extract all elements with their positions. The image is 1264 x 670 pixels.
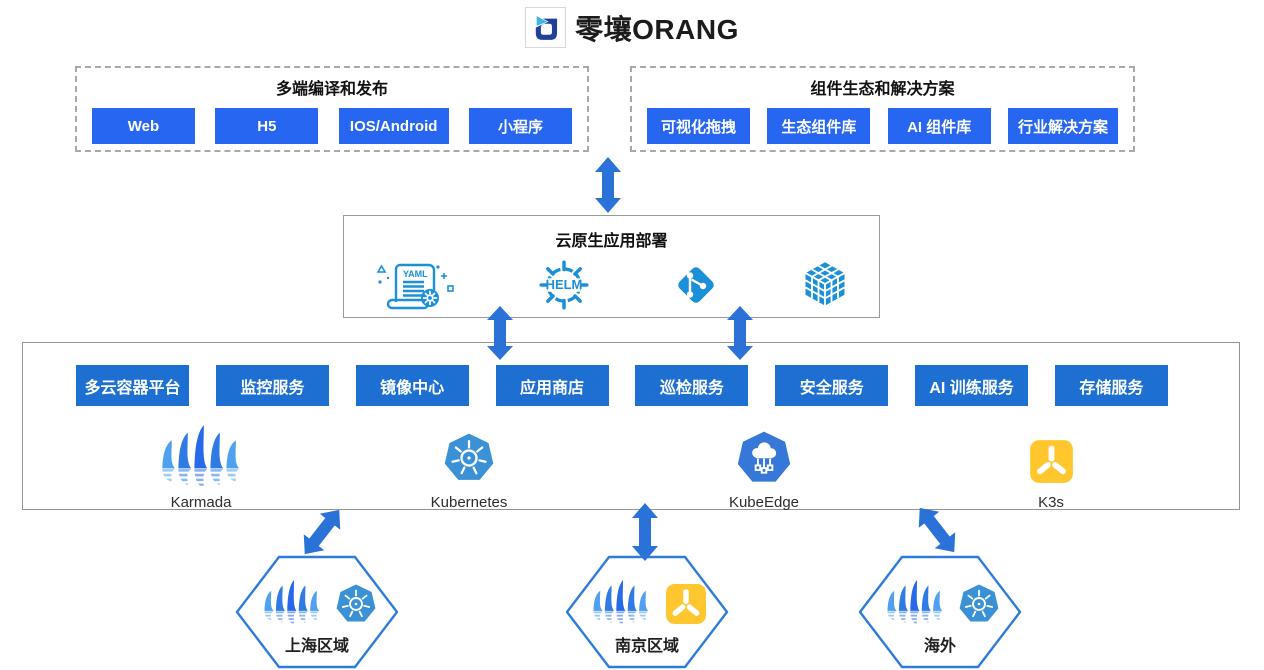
double-arrow-icon [918,507,956,553]
multi-end-publish-panel: 多端编译和发布 Web H5 IOS/Android 小程序 [75,66,589,152]
brand-logo-icon [525,7,567,48]
region-shanghai: 上海区域 [234,554,400,670]
double-arrow-icon [727,306,753,360]
k3s-icon [666,583,706,624]
region-icons [258,580,376,627]
chip-miniprogram: 小程序 [468,108,572,144]
helm-icon-text: HELM [546,277,583,292]
runtime-karmada: Karmada [121,425,281,511]
chip-storage-service: 存储服务 [1054,365,1168,406]
panel-buttons-row: Web H5 IOS/Android 小程序 [77,108,587,144]
runtime-label: K3s [1038,494,1064,511]
runtime-k3s: K3s [971,425,1131,511]
region-label: 南京区域 [614,638,679,655]
component-ecosystem-panel: 组件生态和解决方案 可视化拖拽 生态组件库 AI 组件库 行业解决方案 [630,66,1135,152]
chip-web: Web [92,108,195,144]
helm-icon: HELM [539,260,589,310]
region-nanjing: 南京区域 [564,554,730,670]
deploy-box-title: 云原生应用部署 [555,233,668,250]
brand-title: 零壤ORANG [575,13,739,45]
chip-visual-drag: 可视化拖拽 [647,108,750,144]
k3s-icon [1029,440,1073,483]
chip-ai-components: AI 组件库 [887,108,991,144]
double-arrow-icon [632,503,658,561]
panel-title: 组件生态和解决方案 [810,81,955,98]
panel-title: 多端编译和发布 [275,81,388,98]
panel-buttons-row: 可视化拖拽 生态组件库 AI 组件库 行业解决方案 [632,108,1133,144]
karmada-icon [589,580,653,626]
chip-h5: H5 [215,108,319,144]
chip-security-service: 安全服务 [775,365,889,406]
chip-ai-training-service: AI 训练服务 [915,365,1029,406]
region-overseas: 海外 [857,554,1023,670]
chip-eco-components: 生态组件库 [767,108,871,144]
cloud-native-deploy-box: 云原生应用部署 YAML [343,215,880,318]
region-icons [587,580,707,627]
double-arrow-icon [595,157,621,213]
chip-ios-android: IOS/Android [338,108,449,144]
chip-app-store: 应用商店 [495,365,609,406]
kubernetes-icon [336,584,376,621]
kubeedge-icon [737,431,791,482]
kubernetes-icon [959,584,999,621]
chip-image-registry: 镜像中心 [355,365,469,406]
runtime-kubernetes: Kubernetes [389,425,549,511]
runtime-label: KubeEdge [728,494,800,511]
header: 零壤ORANG [0,7,1264,48]
git-icon [678,267,714,303]
region-label: 上海区域 [284,638,349,655]
double-arrow-icon [303,509,341,555]
chip-multicloud-platform: 多云容器平台 [76,365,189,406]
yaml-icon: YAML [376,263,454,310]
kubernetes-icon [444,433,494,480]
karmada-icon [260,580,324,626]
runtime-kubeedge: KubeEdge [684,425,844,511]
runtime-label: Kubernetes [430,494,508,511]
region-icons [881,580,999,627]
karmada-icon [883,580,947,626]
chip-industry-solutions: 行业解决方案 [1007,108,1118,144]
yaml-icon-text: YAML [403,269,428,279]
container-platform-box: 多云容器平台 监控服务 镜像中心 应用商店 巡检服务 安全服务 AI 训练服务 … [22,342,1240,511]
karmada-icon [156,425,246,489]
chip-inspection-service: 巡检服务 [635,365,749,406]
service-buttons-row: 多云容器平台 监控服务 镜像中心 应用商店 巡检服务 安全服务 AI 训练服务 … [23,365,1239,406]
region-label: 海外 [923,638,956,655]
runtime-label: Karmada [170,494,232,511]
chip-monitoring-service: 监控服务 [215,365,329,406]
deploy-icons-row: YAML [344,253,879,317]
double-arrow-icon [487,306,513,360]
orang-logo-icon [534,13,557,40]
cube-icon [805,262,845,306]
